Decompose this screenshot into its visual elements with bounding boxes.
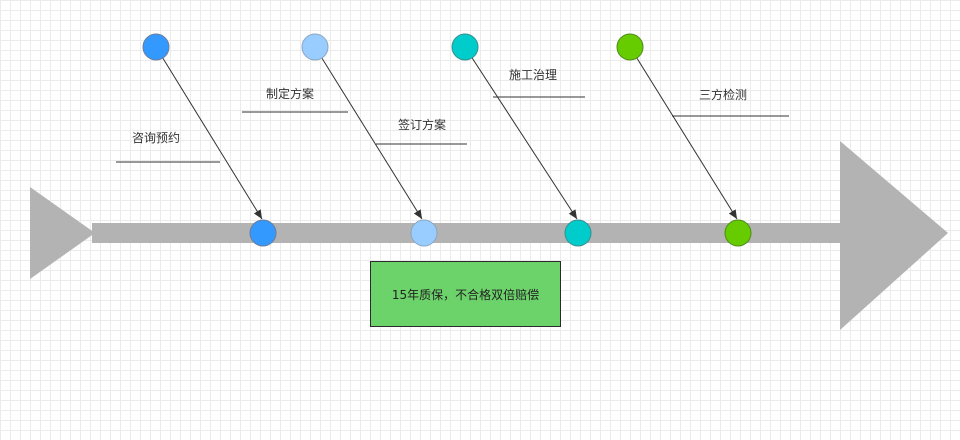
spine-bar [92, 223, 852, 243]
label-construction: 施工治理 [508, 68, 558, 82]
connector-plan [314, 46, 423, 220]
top-node-construction[interactable] [451, 33, 479, 61]
top-node-inspection[interactable] [616, 33, 644, 61]
warranty-note-text: 15年质保，不合格双倍赔偿 [391, 287, 540, 302]
top-node-consult[interactable] [142, 33, 170, 61]
label-sign: 签订方案 [397, 118, 447, 132]
spine-node-inspection[interactable] [724, 219, 752, 247]
spine-node-plan[interactable] [410, 219, 438, 247]
spine-node-construction[interactable] [564, 219, 592, 247]
spine-head-arrow [840, 141, 948, 330]
spine-tail [30, 187, 95, 279]
label-plan: 制定方案 [265, 87, 315, 101]
label-inspection: 三方检测 [698, 88, 748, 102]
spine-node-consult[interactable] [249, 219, 277, 247]
label-consult: 咨询预约 [131, 131, 181, 145]
top-node-plan[interactable] [301, 33, 329, 61]
connector-construction [464, 46, 578, 220]
warranty-note[interactable]: 15年质保，不合格双倍赔偿 [370, 261, 561, 327]
connector-inspection [629, 46, 738, 220]
connector-consult [155, 46, 263, 220]
